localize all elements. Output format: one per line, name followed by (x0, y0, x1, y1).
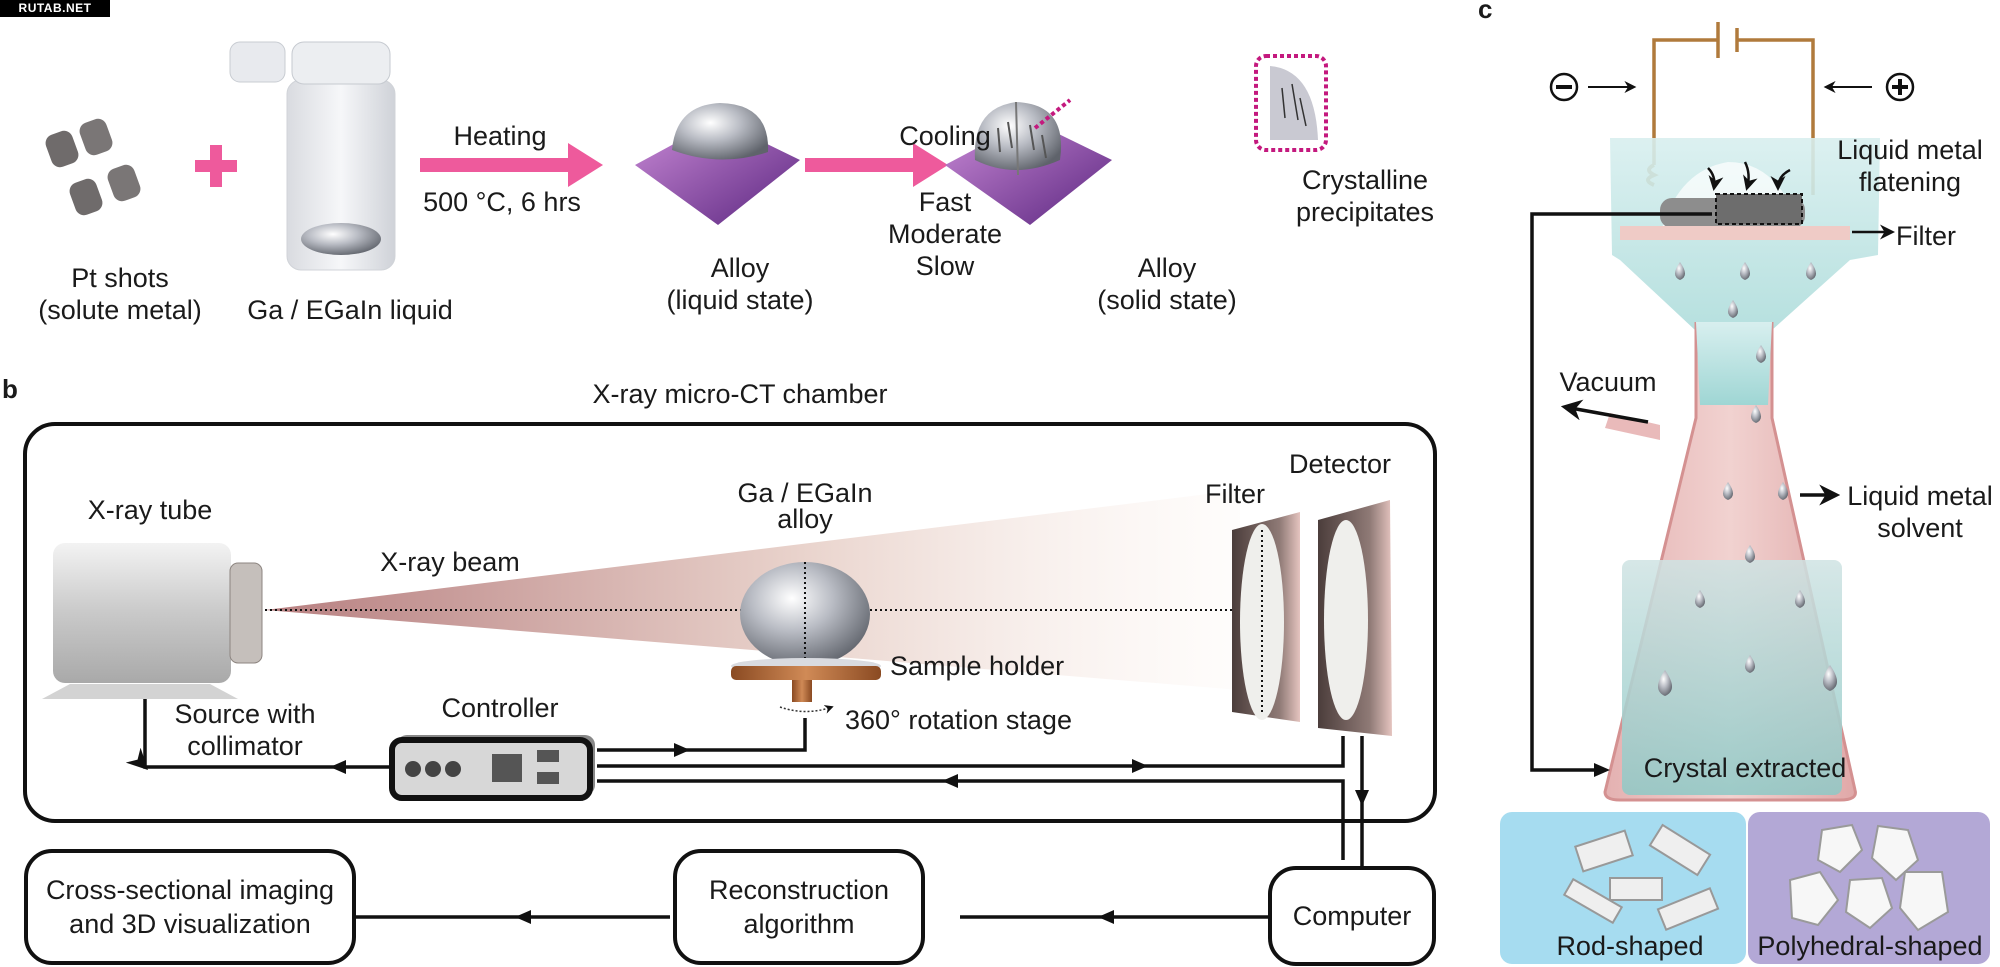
panel-b-letter: b (2, 374, 18, 404)
chamber-title: X-ray micro-CT chamber (592, 379, 888, 409)
rod-shaped-label: Rod-shaped (1556, 931, 1704, 961)
source-collimator-label: Source with collimator (174, 699, 316, 761)
sample-holder-icon (731, 658, 881, 714)
sample-holder-label: Sample holder (890, 651, 1065, 681)
filter-plate-icon (1232, 512, 1300, 722)
wire-arrowheads (330, 743, 1369, 924)
flattening-label: Liquid metal flatening (1837, 135, 1983, 197)
computer-box: Computer (1268, 866, 1436, 966)
rotation-stage-label: 360° rotation stage (845, 705, 1072, 735)
detector-label: Detector (1288, 449, 1392, 479)
cooling-rates-label: Fast Moderate Slow (887, 187, 1003, 281)
cooling-arrow (805, 143, 948, 187)
ga-egain-liquid-label: Ga / EGaIn liquid (247, 295, 453, 325)
heating-arrow (420, 143, 603, 187)
crystal-extracted-label: Crystal extracted (1643, 753, 1847, 783)
cooling-label: Cooling (899, 121, 991, 151)
heating-label: Heating (453, 121, 547, 151)
controller-icon (389, 735, 595, 801)
heating-conditions-label: 500 °C, 6 hrs (423, 187, 581, 217)
polyhedral-crystals (1788, 823, 1950, 932)
solvent-label: Liquid metal solvent (1847, 481, 1993, 543)
plus-terminal-icon (1823, 72, 1915, 102)
plus-icon (195, 145, 237, 187)
detector-plate-icon (1318, 500, 1392, 736)
sample-label: Ga / EGaIn alloy (737, 478, 873, 534)
signal-wires (125, 699, 1364, 919)
reconstruction-algorithm-box: Reconstruction algorithm (673, 849, 925, 965)
xray-beam-label: X-ray beam (380, 547, 520, 577)
extraction-path (1530, 212, 1841, 772)
solid-alloy-icon (945, 101, 1112, 225)
pt-shots-icon (45, 118, 141, 216)
filter-label: Filter (1205, 479, 1265, 509)
minus-terminal-icon (1549, 72, 1637, 102)
controller-label: Controller (441, 693, 559, 723)
vacuum-label: Vacuum (1559, 367, 1657, 397)
droplets (1658, 262, 1837, 696)
watermark: RUTAB.NET (0, 0, 110, 17)
imaging-visualization-box: Cross-sectional imaging and 3D visualiza… (24, 849, 356, 965)
sample-sphere-icon (740, 562, 870, 666)
chamber-frame (23, 422, 1437, 823)
vial-icon (229, 41, 396, 271)
crystalline-precipitates-label: Crystalline precipitates (1295, 165, 1435, 227)
xray-tube-label: X-ray tube (87, 495, 213, 525)
filter-c-label: Filter (1896, 221, 1956, 251)
pt-shots-label: Pt shots (solute metal) (38, 263, 202, 325)
rod-crystals (1562, 823, 1720, 931)
solid-alloy-label: Alloy (solid state) (1097, 253, 1237, 315)
panel-c-letter: c (1478, 0, 1493, 24)
liquid-alloy-label: Alloy (liquid state) (666, 253, 814, 315)
liquid-metal-dome (1620, 161, 1895, 240)
crystalline-inset (1033, 54, 1328, 152)
xray-tube-icon (42, 543, 263, 699)
liquid-alloy-icon (635, 103, 800, 225)
polyhedral-shaped-label: Polyhedral-shaped (1757, 931, 1983, 961)
